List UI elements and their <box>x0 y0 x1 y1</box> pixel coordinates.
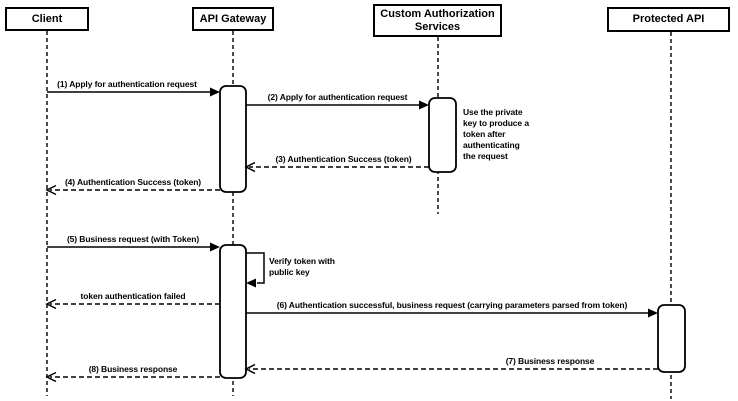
arrow-self-loop <box>246 252 265 284</box>
arrow-msg1-head <box>210 87 220 97</box>
activation-api-gateway-business <box>219 244 247 379</box>
message-6-label: (6) Authentication successful, business … <box>276 300 628 310</box>
actor-protected-api: Protected API <box>607 7 730 32</box>
actor-client: Client <box>5 7 89 31</box>
actor-api-gateway-label: API Gateway <box>199 12 267 25</box>
message-2-label: (2) Apply for authentication request <box>267 92 408 102</box>
message-4-label: (4) Authentication Success (token) <box>64 177 202 187</box>
note-private-key: Use the private key to produce a token a… <box>463 107 529 161</box>
message-5-label: (5) Business request (with Token) <box>66 234 200 244</box>
activation-custom-auth <box>428 97 457 173</box>
message-7-label: (7) Business response <box>505 356 595 366</box>
arrow-msg5-head <box>210 242 220 252</box>
activation-api-gateway-auth <box>219 85 247 193</box>
arrow-msg3-head <box>244 161 256 173</box>
arrow-msg6-head <box>648 308 658 318</box>
actor-custom-auth-label: Custom Authorization Services <box>380 7 495 33</box>
arrow-msg-failed-head <box>45 298 57 310</box>
message-auth-failed-label: token authentication failed <box>80 291 186 301</box>
arrow-msg2-head <box>419 100 429 110</box>
message-1-label: (1) Apply for authentication request <box>57 79 197 89</box>
actor-protected-api-label: Protected API <box>632 13 705 26</box>
arrow-msg4-head <box>45 184 57 196</box>
activation-protected-api <box>657 304 686 373</box>
message-8-label: (8) Business response <box>88 364 178 374</box>
actor-custom-auth: Custom Authorization Services <box>373 4 502 37</box>
actor-client-label: Client <box>31 12 63 25</box>
message-3-label: (3) Authentication Success (token) <box>275 154 412 164</box>
arrow-msg7-head <box>244 363 256 375</box>
arrow-self-head <box>246 278 256 288</box>
arrow-msg8-head <box>45 371 57 383</box>
self-message-label: Verify token with public key <box>269 256 335 277</box>
actor-api-gateway: API Gateway <box>192 7 274 31</box>
